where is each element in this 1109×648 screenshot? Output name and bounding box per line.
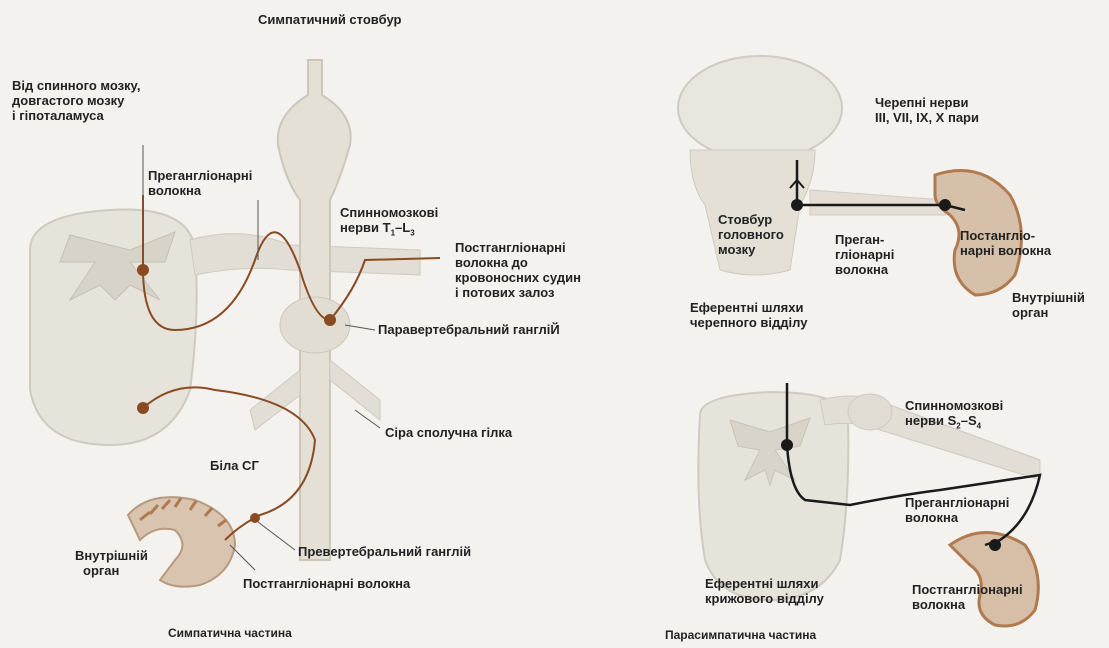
postgang-label: Постгангліонарні волокна — [243, 576, 410, 591]
prevertebral-ganglion-neuron — [250, 513, 260, 523]
from-brain-label: Від спинного мозку, довгастого мозку і г… — [12, 78, 140, 123]
trunk-label: Симпатичний стовбур — [258, 12, 401, 27]
sacral-spinal-nerves-label: Спинномозкові нерви S2–S4 — [905, 398, 1003, 434]
brainstem-neuron — [791, 199, 803, 211]
gray-ramus — [330, 360, 380, 420]
cranial-ganglion-neuron — [939, 199, 951, 211]
sympathetic-caption: Симпатична частина — [168, 626, 292, 641]
sacral-ganglion-body — [848, 394, 892, 430]
pregang-label: Прегангліонарні волокна — [148, 168, 252, 198]
sacral-ganglion-neuron — [989, 539, 1001, 551]
sacral-pregang-label: Прегангліонарні волокна — [905, 495, 1009, 525]
sacral-neuron — [781, 439, 793, 451]
cranial-nerves-label: Черепні нерви III, VII, IX, X пари — [875, 95, 979, 125]
cranial-organ-label: Внутрішній орган — [1012, 290, 1085, 320]
spinal-nerves-label: Спинномозкові нерви T1–L3 — [340, 205, 438, 241]
gray-ramus-label: Сіра сполучна гілка — [385, 425, 512, 440]
postgang-vessels-label: Постгангліонарні волокна до кровоносних … — [455, 240, 581, 300]
paravertebral-ganglion-neuron — [324, 314, 336, 326]
white-ramus-label: Біла СГ — [210, 458, 259, 473]
prevertebral-label: Превертебральний ганглій — [298, 544, 471, 559]
cranial-pregang-label: Преган- гліонарні волокна — [835, 232, 894, 277]
white-ramus-neuron — [137, 402, 149, 414]
sympathetic-organ-label: Внутрішній орган — [75, 548, 148, 578]
spinal-cord-section — [30, 210, 197, 446]
paravertebral-ganglion-body — [280, 297, 350, 353]
white-ramus — [250, 370, 300, 430]
paravertebral-label: Паравертебральний гангліЙ — [378, 322, 560, 337]
parasympathetic-caption: Парасимпатична частина — [665, 628, 816, 643]
preganglionic-neuron — [137, 264, 149, 276]
sacral-efferent-label: Еферентні шляхи крижового відділу — [705, 576, 824, 606]
cranial-postgang-label: Постангліо- нарні волокна — [960, 228, 1051, 258]
cranial-nerve-trunk — [810, 190, 945, 215]
cranial-efferent-label: Еферентні шляхи черепного відділу — [690, 300, 807, 330]
sacral-postgang-label: Постгангліонарні волокна — [912, 582, 1023, 612]
brain-hemisphere — [678, 56, 842, 160]
brainstem-label: Стовбур головного мозку — [718, 212, 784, 257]
